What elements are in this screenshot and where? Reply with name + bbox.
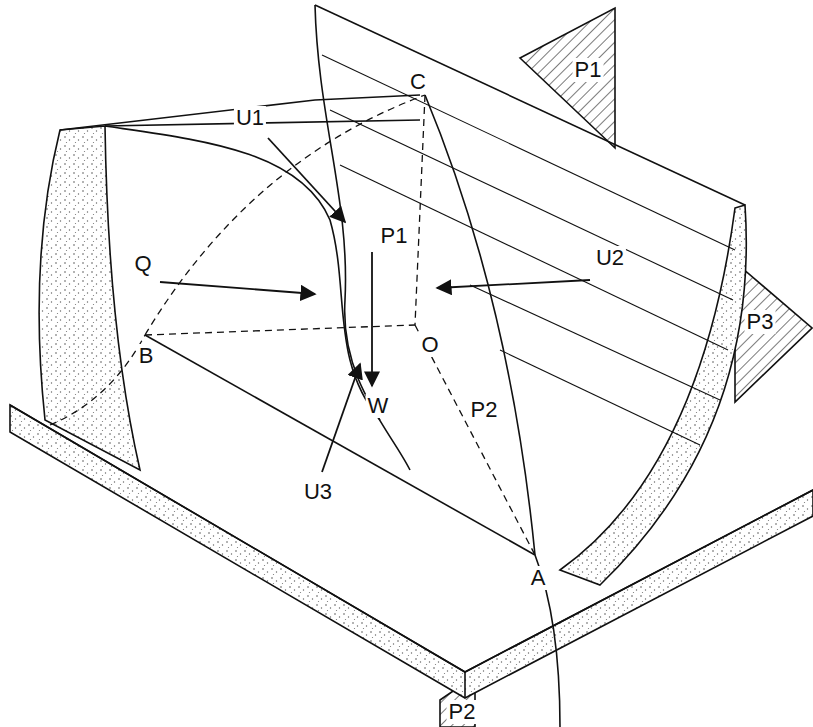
crest <box>315 5 745 205</box>
hidden-lines <box>50 95 535 555</box>
wedge-edge <box>145 335 535 555</box>
wedge-edge <box>425 95 535 555</box>
force-label: U3 <box>302 480 334 504</box>
force-label: U2 <box>594 246 626 270</box>
point-label: O <box>419 333 440 357</box>
point-label: A <box>529 566 548 590</box>
force-arrow <box>160 138 590 472</box>
force-label: U1 <box>234 106 266 130</box>
plane-label: P3 <box>745 310 776 334</box>
rock-mass <box>10 5 813 727</box>
valley-curve <box>315 5 410 470</box>
plane-label: P2 <box>469 398 500 422</box>
plane-p1 <box>520 8 615 148</box>
left-end-face <box>39 126 140 470</box>
force-label: Q <box>132 252 153 276</box>
point-label: C <box>408 70 428 94</box>
force-label: W <box>366 394 391 418</box>
slab-edge <box>464 672 466 698</box>
force-label: P1 <box>379 224 410 248</box>
crest <box>60 95 420 130</box>
plane-label: P2 <box>447 700 478 724</box>
plane-label: P1 <box>573 58 604 82</box>
slope-curve <box>105 126 380 420</box>
plane-p3 <box>735 262 812 402</box>
point-label: B <box>137 344 156 368</box>
